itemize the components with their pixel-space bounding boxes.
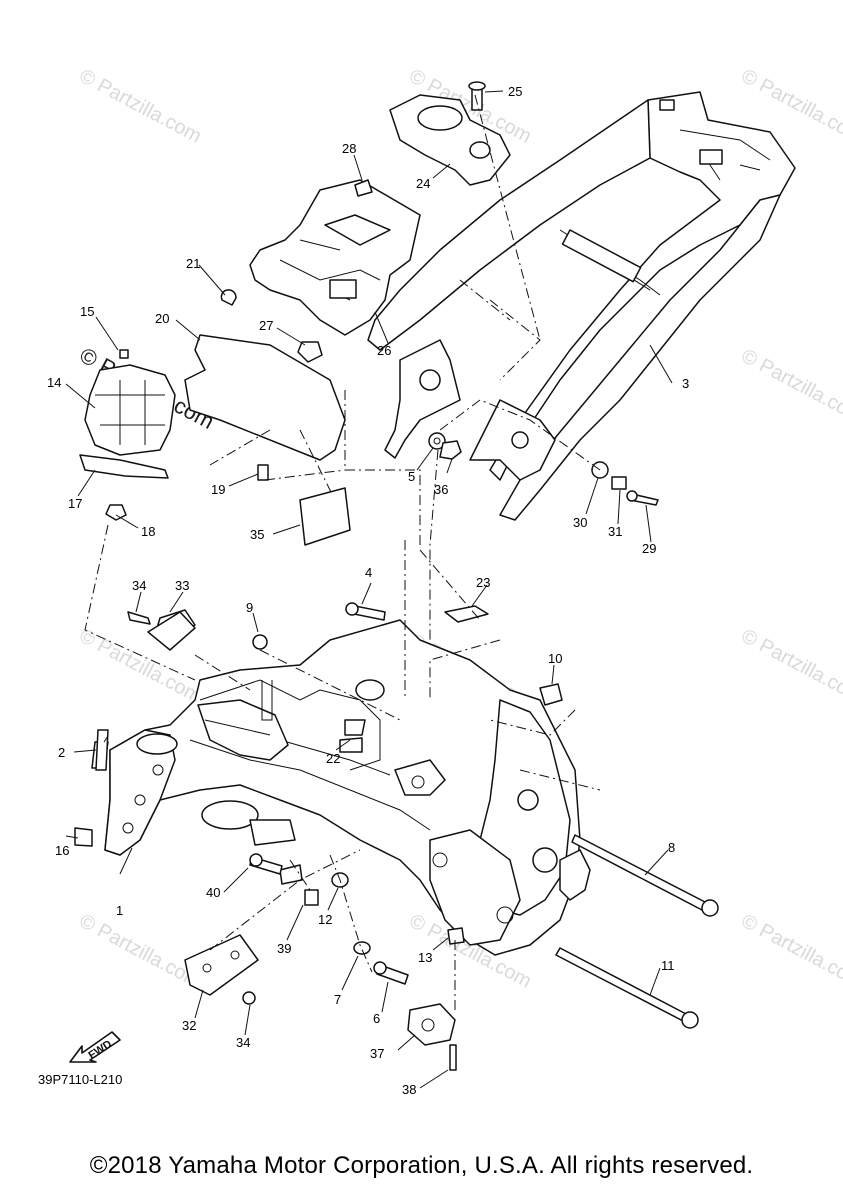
frame-hardware (74, 602, 719, 1071)
callout-28: 28 (342, 141, 356, 156)
callout-21: 21 (186, 256, 200, 271)
callout-7: 7 (334, 992, 341, 1007)
shield-parts (95, 487, 351, 771)
callout-17: 17 (68, 496, 82, 511)
callout-15: 15 (80, 304, 94, 319)
callout-36: 36 (434, 482, 448, 497)
callout-31: 31 (608, 524, 622, 539)
callout-20: 20 (155, 311, 169, 326)
callout-23: 23 (476, 575, 490, 590)
callout-11: 11 (661, 958, 675, 973)
callout-22: 22 (326, 751, 340, 766)
heat-shield-plate (79, 334, 346, 479)
callout-25: 25 (508, 84, 522, 99)
callout-5: 5 (408, 469, 415, 484)
diagram-code: 39P7110-L210 (38, 1072, 123, 1087)
callout-1: 1 (116, 903, 123, 918)
callout-13: 13 (418, 950, 432, 965)
callout-26: 26 (377, 343, 391, 358)
callout-29: 29 (642, 541, 656, 556)
callout-33: 33 (175, 578, 189, 593)
copyright-notice: ©2018 Yamaha Motor Corporation, U.S.A. A… (89, 1152, 754, 1179)
callout-4: 4 (365, 565, 372, 580)
main-frame (104, 619, 591, 956)
callout-16: 16 (55, 843, 69, 858)
callout-27: 27 (259, 318, 273, 333)
callout-3: 3 (682, 376, 689, 391)
callout-12: 12 (318, 912, 332, 927)
callout-10: 10 (548, 651, 562, 666)
callout-32: 32 (182, 1018, 196, 1033)
callout-37: 37 (370, 1046, 384, 1061)
seat-bracket (249, 179, 421, 336)
callout-38: 38 (402, 1082, 416, 1097)
callout-9: 9 (246, 600, 253, 615)
callout-40: 40 (206, 885, 220, 900)
callout-6: 6 (373, 1011, 380, 1026)
callout-14: 14 (47, 375, 61, 390)
callout-39: 39 (277, 941, 291, 956)
watermark-text: © Partzilla.com (76, 910, 205, 993)
callout-24: 24 (416, 176, 430, 191)
callout-19: 19 (211, 482, 225, 497)
top-bracket (389, 81, 511, 186)
callout-35: 35 (250, 527, 264, 542)
callout-8: 8 (668, 840, 675, 855)
small-hardware (105, 289, 659, 521)
watermark-text: © Partzilla.com (738, 345, 843, 428)
callout-34-bottom: 34 (236, 1035, 250, 1050)
callout-34-top: 34 (132, 578, 146, 593)
leader-lines (65, 90, 673, 1089)
assembly-lines (84, 94, 601, 1010)
callout-30: 30 (573, 515, 587, 530)
forward-arrow-icon: FWD (69, 1031, 121, 1063)
callout-18: 18 (141, 524, 155, 539)
watermark-text: © Partzilla.com (76, 65, 205, 148)
watermark-text: © Partzilla.com (738, 910, 843, 993)
watermark-text: © Partzilla.com (76, 625, 205, 708)
part-number-callouts: 1 2 3 4 5 6 7 8 9 10 11 12 13 14 15 16 1… (47, 84, 689, 1097)
watermark-text: © Partzilla.com (738, 625, 843, 708)
callout-2: 2 (58, 745, 65, 760)
